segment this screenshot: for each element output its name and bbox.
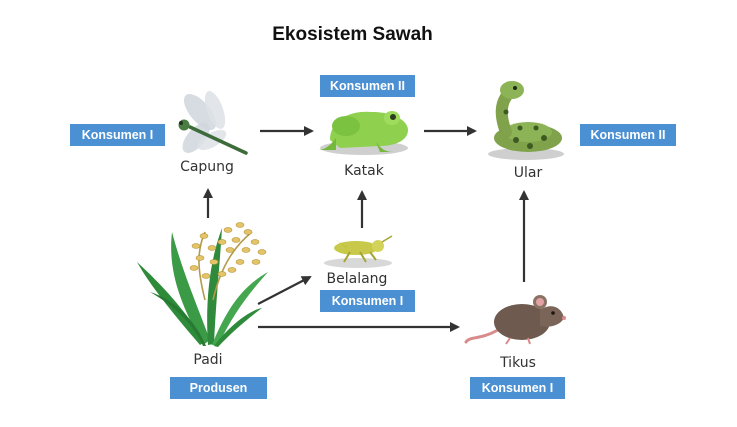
rat-icon (464, 295, 566, 345)
grasshopper-icon (324, 235, 393, 268)
arrow-padi-to-belalang (257, 276, 312, 305)
badge-padi-role: Produsen (170, 377, 267, 399)
dragonfly-icon (178, 91, 248, 155)
badge-capung-role: Konsumen I (70, 124, 165, 146)
diagram-title: Ekosistem Sawah (272, 24, 433, 45)
label-tikus: Tikus (500, 355, 536, 371)
frog-icon (318, 111, 408, 155)
label-padi: Padi (193, 352, 223, 368)
label-katak: Katak (344, 163, 384, 179)
badge-belalang-role: Konsumen I (320, 290, 415, 312)
label-capung: Capung (180, 159, 234, 175)
badge-tikus-role: Konsumen I (470, 377, 565, 399)
label-belalang: Belalang (326, 271, 388, 287)
rice-plant-icon (137, 222, 268, 347)
snake-icon (488, 81, 564, 160)
badge-ular-role: Konsumen II (580, 124, 676, 146)
badge-katak-role: Konsumen II (320, 75, 415, 97)
label-ular: Ular (513, 165, 543, 181)
